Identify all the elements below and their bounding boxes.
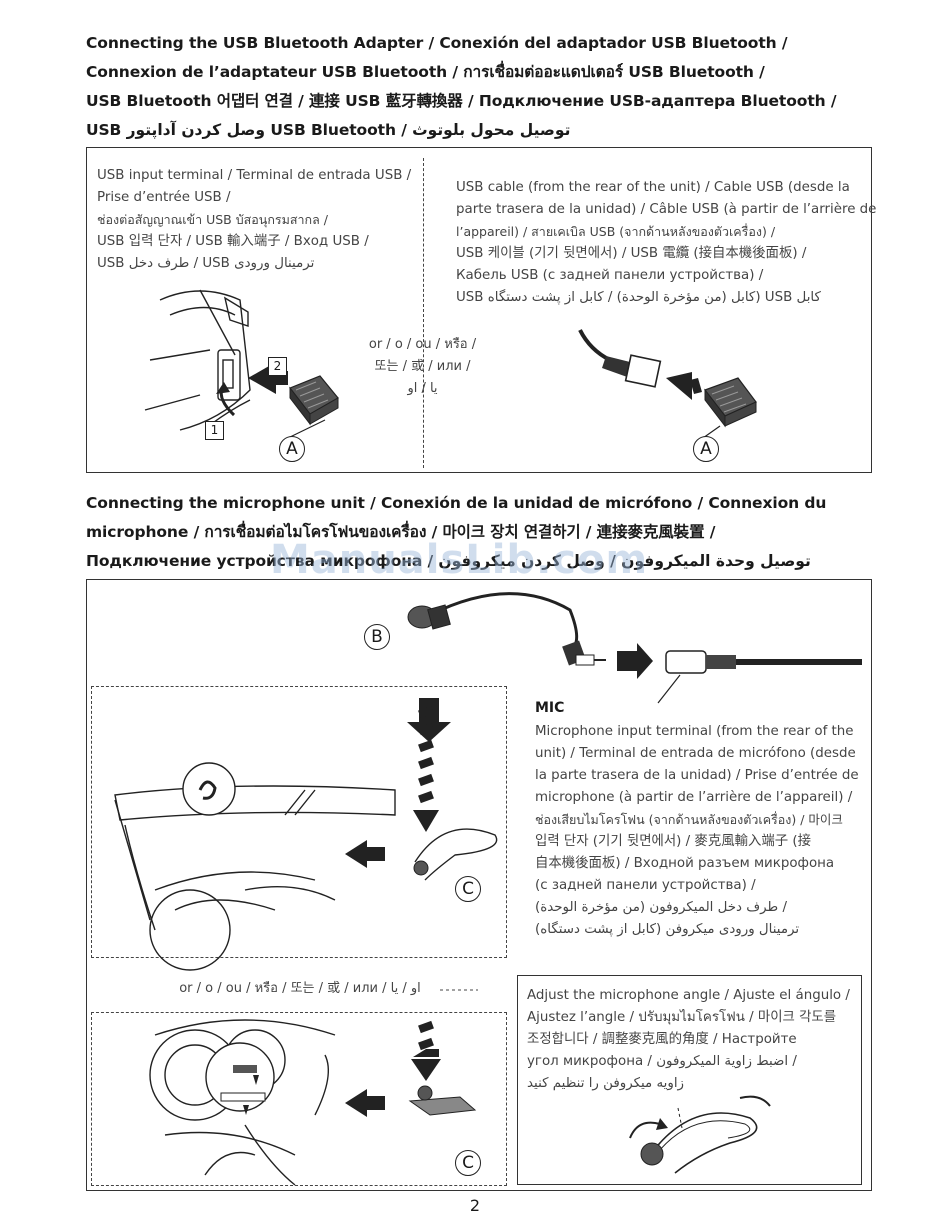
mic-diagram-box xyxy=(86,579,872,1191)
mic-terminal-line-5: ช่องเสียบไมโครโฟน (จากด้านหลังของตัวเครื… xyxy=(535,812,843,827)
mic-terminal-line-3: la parte trasera de la unidad) / Prise d… xyxy=(535,768,859,783)
usb-divider xyxy=(423,158,424,468)
usb-diagram-box xyxy=(86,147,872,473)
usb-section-heading-line-2: Connexion de l’adaptateur USB Bluetooth … xyxy=(86,63,765,81)
clip-label-c-2: C xyxy=(455,1150,481,1176)
usb-adapter-label-a-left: A xyxy=(279,436,305,462)
usb-or-line-1: or / o / ou / หรือ / xyxy=(368,337,477,352)
mic-terminal-line-7: 自本機後面板) / Входной разъем микрофона xyxy=(535,856,835,871)
usb-input-terminal-line-1: USB input terminal / Terminal de entrada… xyxy=(97,168,412,183)
mic-terminal-line-6: 입력 단자 (기기 뒷면에서) / 麥克風輸入端子 (接 xyxy=(535,834,812,849)
usb-cable-line-1: USB cable (from the rear of the unit) / … xyxy=(456,180,850,195)
mic-section-heading-line-3: Подключение устройства микрофона / توصيل… xyxy=(86,552,811,570)
microphone-cable-illustration xyxy=(407,592,862,704)
usb-input-terminal-line-4: USB 입력 단자 / USB 輸入端子 / Вход USB / xyxy=(97,234,369,249)
usb-cable-line-6: USB كابل (من مؤخرة الوحدة) / كابل از پشت… xyxy=(456,290,821,305)
mic-terminal-line-9: طرف دخل الميكروفون (من مؤخرة الوحدة) / xyxy=(535,900,787,915)
dashboard-mount-illustration xyxy=(149,1019,477,1186)
adjust-angle-line-3: 조정합니다 / 調整麥克風的角度 / Настройте xyxy=(527,1032,797,1047)
dashboard-mount-panel xyxy=(91,1012,507,1186)
mic-or-text: or / o / ou / หรือ / 또는 / 或 / или / او /… xyxy=(179,981,421,996)
usb-section-heading-line-1: Connecting the USB Bluetooth Adapter / C… xyxy=(86,34,788,52)
mic-section-heading-line-2: microphone / การเชื่อมต่อไมโครโฟนของเครื… xyxy=(86,523,716,541)
mic-title: MIC xyxy=(535,700,565,716)
microphone-label-b: B xyxy=(364,624,390,650)
usb-cable-line-4: USB 케이블 (기기 뒷면에서) / USB 電纜 (接自本機後面板) / xyxy=(456,246,807,261)
step-1-label: 1 xyxy=(205,421,224,440)
sun-visor-mount-illustration xyxy=(114,698,498,971)
sun-visor-mount-panel xyxy=(91,686,507,958)
adjust-angle-line-2: Ajustez l’angle / ปรับมุมไมโครโฟน / 마이크 … xyxy=(527,1010,837,1025)
step-2-label: 2 xyxy=(268,357,287,376)
usb-cable-adapter-illustration xyxy=(578,329,757,439)
clip-label-c-1: C xyxy=(455,876,481,902)
mic-terminal-line-2: unit) / Terminal de entrada de micrófono… xyxy=(535,746,856,761)
usb-section-heading-line-4: USB وصل کردن آداپتور USB Bluetooth / توص… xyxy=(86,121,571,139)
adjust-angle-line-5: زاويه ميكروفن را تنظيم كنيد xyxy=(527,1076,685,1091)
mic-terminal-line-10: ترمینال ورودی میکروفن (کابل از پشت دستگا… xyxy=(535,922,800,937)
mic-terminal-line-1: Microphone input terminal (from the rear… xyxy=(535,724,854,739)
usb-input-terminal-line-2: Prise d’entrée USB / xyxy=(97,190,231,205)
mic-terminal-line-8: (с задней панели устройства) / xyxy=(535,878,756,893)
usb-cable-line-3: l’appareil) / สายเคเบิล USB (จากด้านหลัง… xyxy=(456,224,776,239)
usb-input-terminal-line-5: USB طرف دخل / USB ترمینال ورودی xyxy=(97,256,315,271)
adjust-angle-box xyxy=(517,975,862,1185)
usb-cable-line-5: Кабель USB (с задней панели устройства) … xyxy=(456,268,764,283)
adjust-angle-line-4: угол микрофона / اضبط زاوية الميكروفون / xyxy=(527,1054,797,1069)
usb-adapter-label-a-right: A xyxy=(693,436,719,462)
dashboard-usb-port-illustration xyxy=(144,289,339,439)
adjust-angle-illustration xyxy=(629,1095,771,1174)
usb-section-heading-line-3: USB Bluetooth 어댑터 연결 / 連接 USB 藍牙轉換器 / По… xyxy=(86,92,837,110)
page-number: 2 xyxy=(469,1196,481,1215)
adjust-angle-line-1: Adjust the microphone angle / Ajuste el … xyxy=(527,988,850,1003)
watermark: ManualsLib.com xyxy=(270,537,649,583)
usb-input-terminal-line-3: ช่องต่อสัญญาณเข้า USB บัสอนุกรมสากล / xyxy=(97,212,328,227)
mic-terminal-line-4: microphone (à partir de l’arrière de l’a… xyxy=(535,790,853,805)
usb-cable-line-2: parte trasera de la unidad) / Câble USB … xyxy=(456,202,877,217)
mic-section-heading-line-1: Connecting the microphone unit / Conexió… xyxy=(86,494,827,512)
usb-or-line-2: 또는 / 或 / или / xyxy=(374,359,471,374)
usb-or-line-3: يا / او xyxy=(407,381,438,396)
or-dash-line xyxy=(440,989,478,991)
